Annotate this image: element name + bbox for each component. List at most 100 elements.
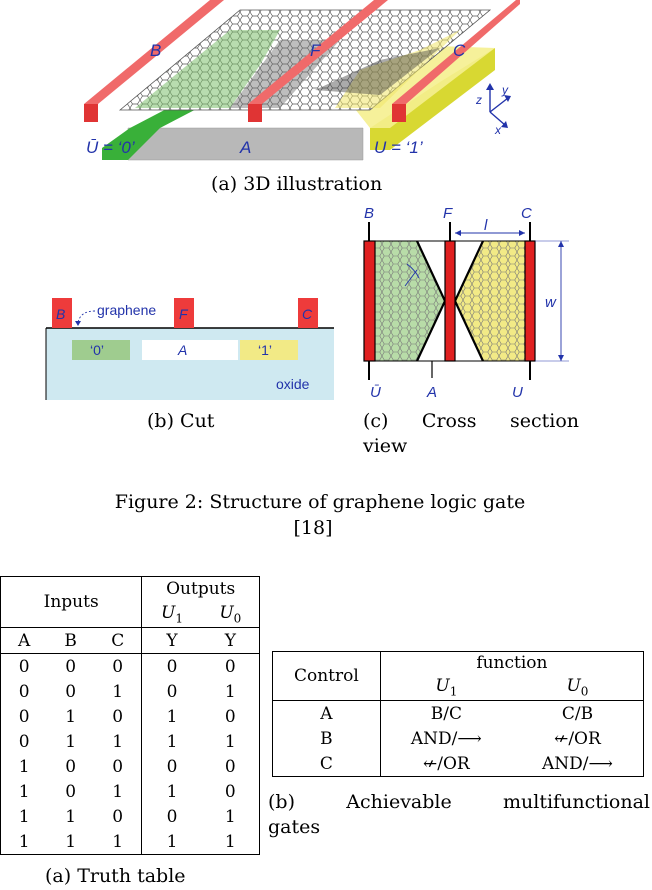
- u0-cell: AND/⟶: [542, 753, 613, 774]
- figure-caption-line1: Figure 2: Structure of graphene logic ga…: [114, 491, 526, 513]
- cs-label-a: A: [426, 384, 437, 401]
- col-header: Y: [224, 630, 236, 651]
- cell: 0: [18, 656, 30, 677]
- cell: 1: [224, 731, 236, 752]
- table-row: C ↚/OR AND/⟶: [272, 751, 644, 777]
- cell: 0: [94, 653, 143, 679]
- u1-header: U1: [161, 602, 183, 626]
- function-header: function: [476, 653, 548, 673]
- cell: 1: [166, 706, 178, 727]
- cs-label-u-bar: Ū: [370, 384, 381, 401]
- cell: 1: [166, 731, 178, 752]
- cell: 0: [65, 656, 77, 677]
- cut-label-one: ‘1’: [258, 342, 272, 358]
- u1-cell: AND/⟶: [410, 728, 482, 749]
- cs-label-f: F: [443, 205, 453, 222]
- cell: 1: [18, 806, 30, 827]
- cell: 0: [94, 704, 143, 729]
- label-3d-u-bar: Ū = ‘0’: [86, 138, 135, 157]
- cell: 1: [94, 679, 143, 704]
- u0-header: U0: [219, 602, 242, 626]
- cell: 0: [94, 754, 143, 779]
- cell: 0: [166, 681, 178, 702]
- cut-diagram: B F C graphene ‘0’ A ‘1’ oxide: [45, 298, 334, 400]
- cell: 0: [18, 706, 30, 727]
- u1-cell: B/C: [430, 703, 462, 724]
- cell: 0: [18, 731, 30, 752]
- control-header: Control: [272, 651, 381, 701]
- cell: 1: [65, 806, 77, 827]
- axis-z-label: z: [475, 93, 482, 107]
- ft-u1-header: U1: [435, 675, 458, 699]
- label-3d-f: F: [310, 41, 322, 60]
- cell: 1: [18, 831, 30, 852]
- cut-label-oxide: oxide: [276, 376, 310, 392]
- cell: 1: [224, 831, 236, 852]
- table-row: A B/C C/B: [272, 700, 644, 726]
- electrode-f-block: [174, 298, 194, 328]
- caption-3d: (a) 3D illustration: [211, 173, 383, 195]
- graphene-3d-illustration: B F C A Ū = ‘0’ U = ‘1’ z y x: [84, 0, 520, 161]
- cell: 1: [18, 781, 30, 802]
- label-3d-a: A: [239, 138, 251, 157]
- cell: 0: [224, 756, 236, 777]
- cell: 0: [94, 804, 143, 829]
- cell: 0: [65, 781, 77, 802]
- control-cell: B: [272, 726, 381, 751]
- u0-cell: C/B: [561, 703, 594, 724]
- electrode-f-rod: [248, 0, 388, 122]
- cell: 1: [18, 756, 30, 777]
- cell: 1: [94, 729, 143, 754]
- cell: 1: [65, 706, 77, 727]
- col-header: A: [18, 630, 31, 651]
- ft-u0-header: U0: [566, 675, 589, 699]
- cell: 1: [65, 831, 77, 852]
- cross-section-diagram: B F C l w Ū A U: [363, 205, 569, 401]
- cell: 0: [166, 656, 178, 677]
- label-3d-c: C: [453, 41, 466, 60]
- control-cell: C: [272, 751, 381, 777]
- cell: 0: [18, 681, 30, 702]
- cell: 0: [65, 756, 77, 777]
- col-header: C: [94, 627, 143, 654]
- control-cell: A: [272, 700, 381, 726]
- cell: 1: [65, 731, 77, 752]
- cell: 1: [94, 779, 143, 804]
- cell: 1: [94, 829, 143, 855]
- electrode-b-rod: [84, 0, 224, 122]
- cell: 0: [224, 781, 236, 802]
- cs-label-c: C: [521, 205, 532, 222]
- cs-label-l: l: [484, 217, 488, 234]
- u1-cell: ↚/OR: [422, 753, 470, 774]
- cell: 1: [166, 831, 178, 852]
- inputs-header: Inputs: [0, 576, 143, 628]
- caption-cross-line2: view: [363, 435, 408, 457]
- cs-electrode-b: [363, 240, 376, 362]
- caption-cross-line1: (c) Cross section: [363, 410, 579, 432]
- cut-label-c: C: [302, 306, 313, 322]
- figure-caption-line2: [18]: [293, 517, 333, 539]
- cs-label-u: U: [512, 384, 523, 401]
- cs-electrode-f: [444, 240, 456, 362]
- caption-function-table-line1: (b) Achievable multifunctional: [268, 791, 650, 813]
- col-header: Y: [166, 630, 178, 651]
- cs-label-w: w: [545, 294, 557, 311]
- cell: 1: [224, 681, 236, 702]
- cell: 1: [166, 781, 178, 802]
- cell: 0: [224, 656, 236, 677]
- electrode-b-block: [52, 298, 72, 328]
- caption-function-table-line2: gates: [268, 816, 321, 838]
- function-table: Control function U1 U0 A B/C C/B B AND/⟶…: [272, 651, 644, 777]
- electrode-c-block: [298, 298, 318, 328]
- cell: 1: [224, 806, 236, 827]
- label-3d-b: B: [150, 41, 161, 60]
- cut-label-f: F: [179, 306, 189, 322]
